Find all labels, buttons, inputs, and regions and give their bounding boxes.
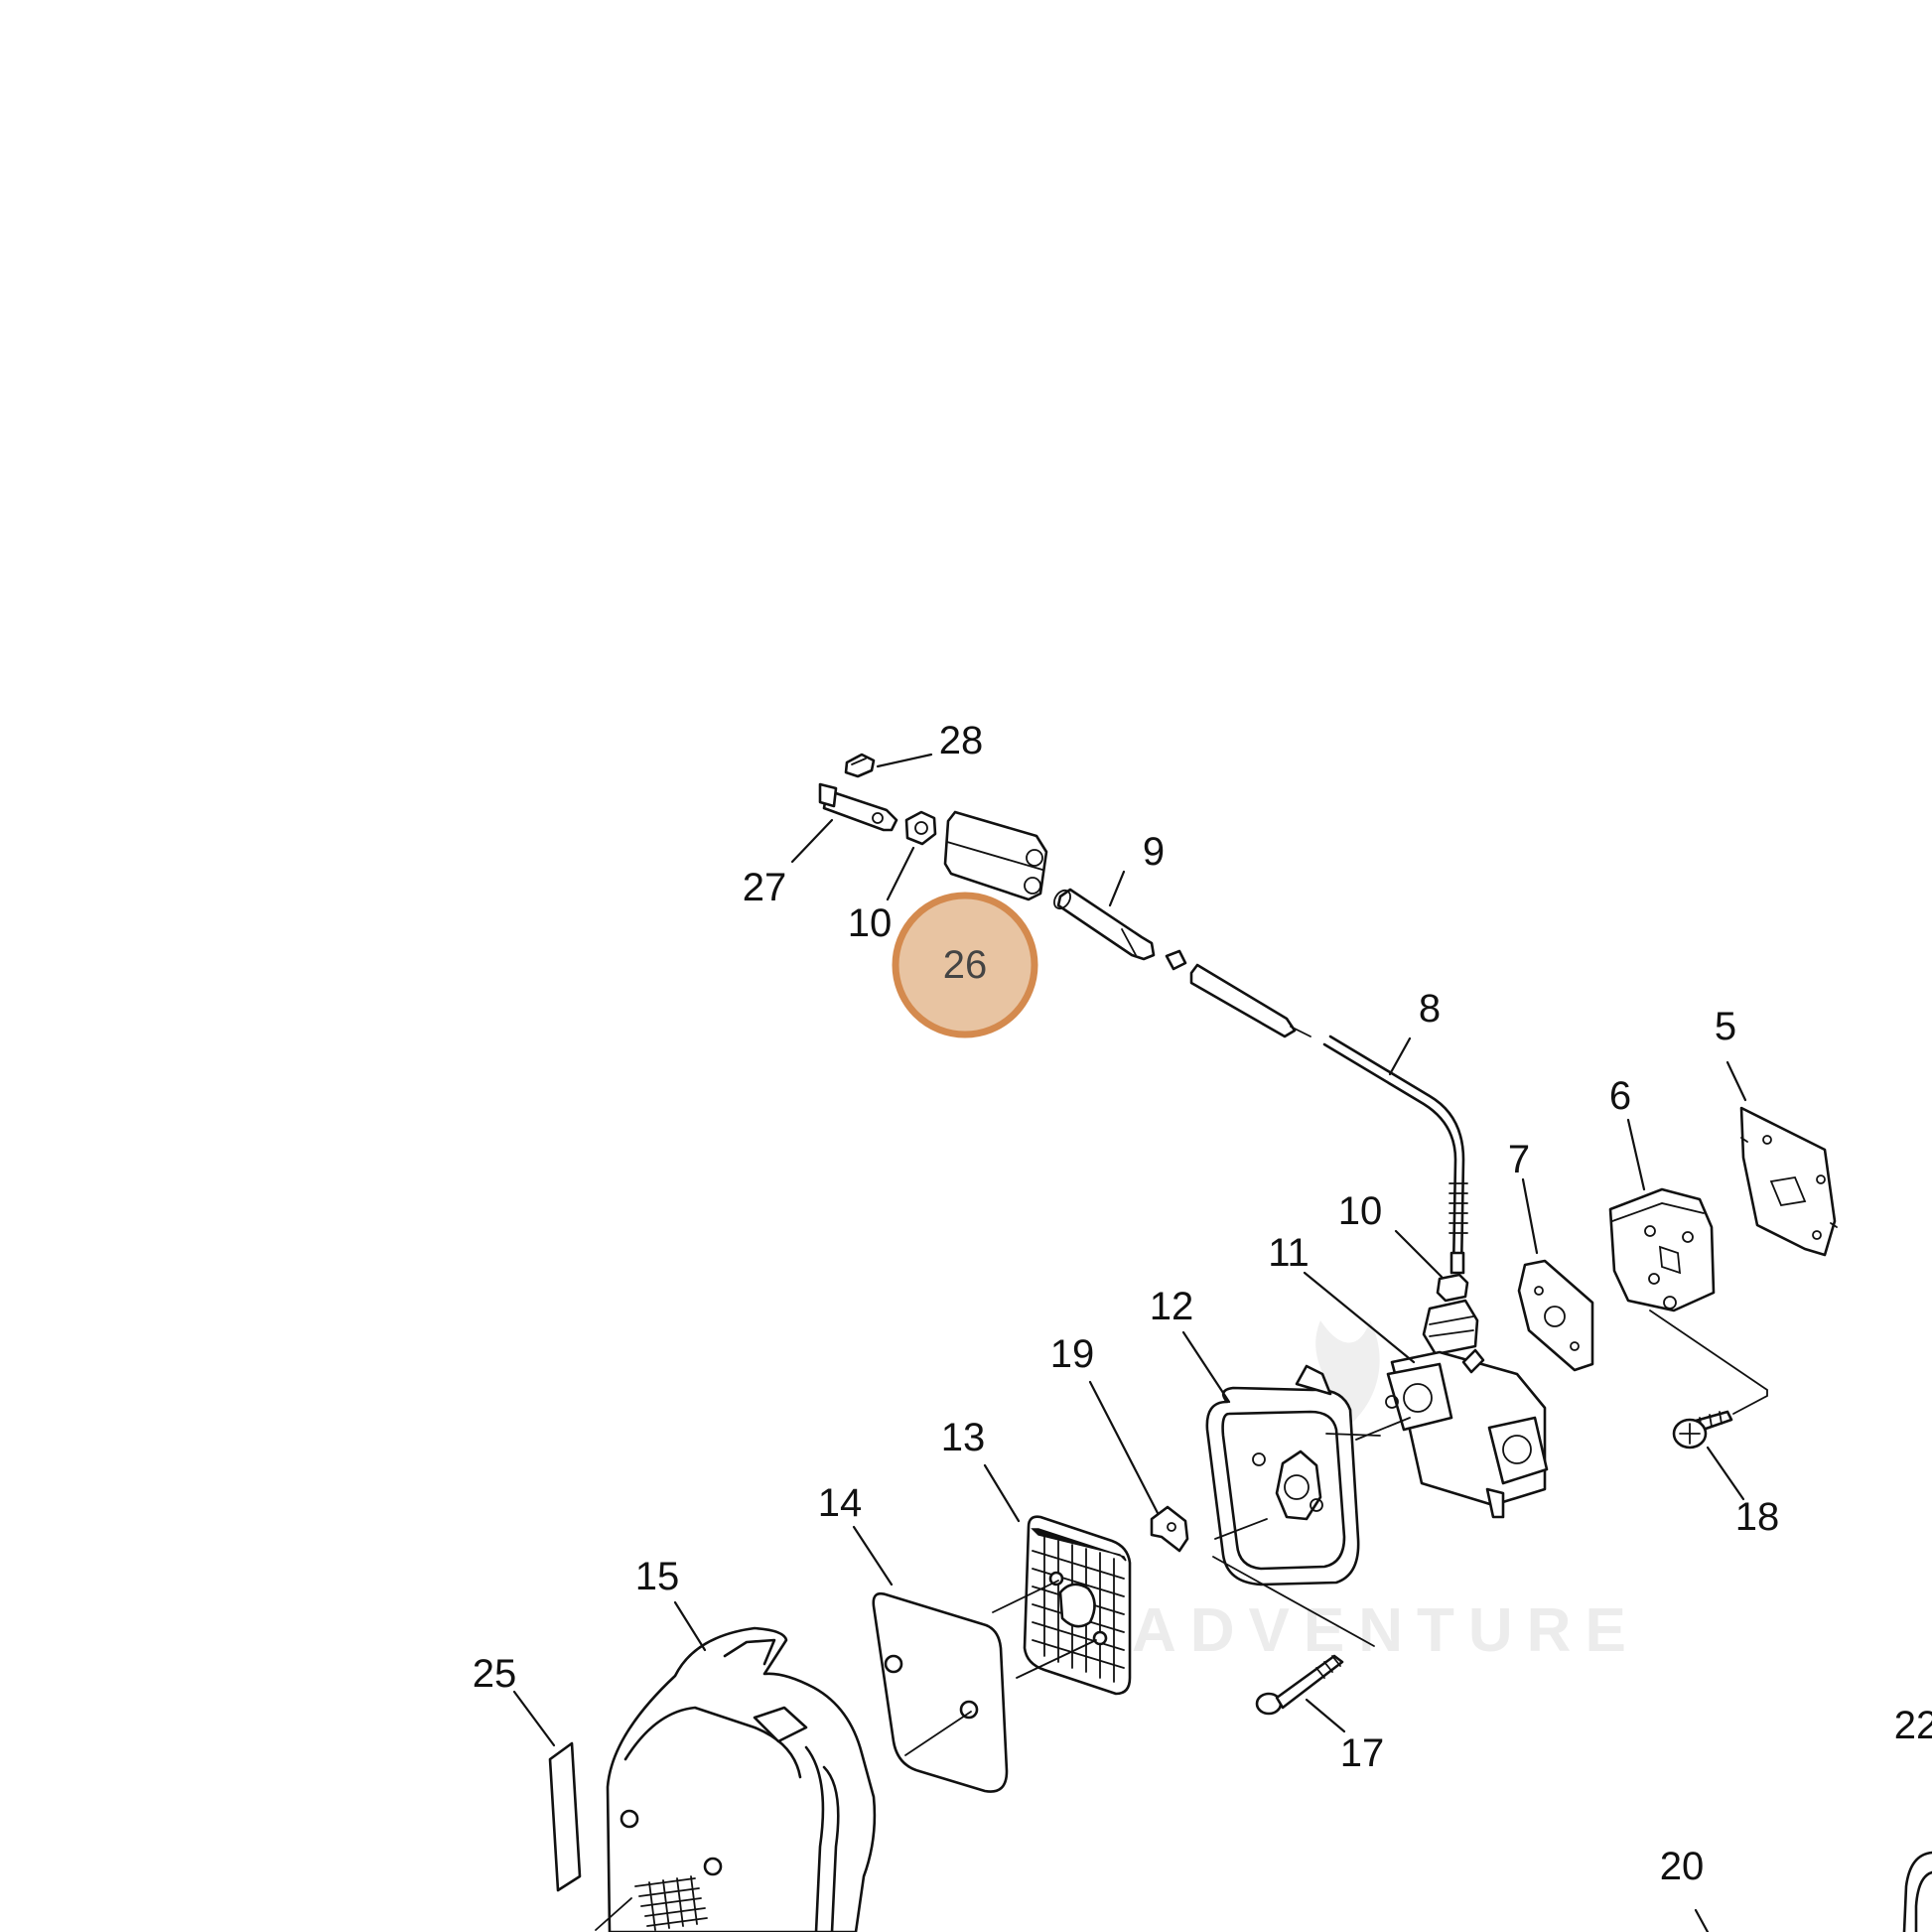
part-17-bolt[interactable] [1212, 1518, 1375, 1716]
callout-10-lower[interactable]: 10 [1338, 1189, 1383, 1233]
watermark-text: ADVENTURE [1132, 1596, 1640, 1665]
callout-7[interactable]: 7 [1508, 1138, 1530, 1181]
part-8-cable[interactable] [1165, 949, 1468, 1275]
part-10-nut-lower[interactable] [1436, 1273, 1469, 1303]
callout-27[interactable]: 27 [743, 866, 787, 909]
callout-13[interactable]: 13 [941, 1416, 986, 1459]
part-7-gasket[interactable] [1517, 1259, 1594, 1372]
leader-lines [512, 753, 1747, 1932]
callout-11[interactable]: 11 [1268, 1231, 1310, 1275]
callout-18[interactable]: 18 [1735, 1495, 1780, 1539]
watermark: ADVENTURE [1132, 1320, 1640, 1665]
part-26-grip[interactable] [943, 810, 1048, 901]
callout-17[interactable]: 17 [1340, 1731, 1385, 1775]
callout-5[interactable]: 5 [1715, 1005, 1736, 1048]
callout-10-top[interactable]: 10 [848, 901, 893, 945]
callout-12[interactable]: 12 [1150, 1285, 1194, 1328]
callout-8[interactable]: 8 [1419, 987, 1441, 1031]
callout-28[interactable]: 28 [939, 719, 984, 762]
callout-26[interactable]: 26 [943, 943, 988, 987]
part-6-insulator[interactable] [1608, 1187, 1716, 1312]
part-12-cleaner-case[interactable] [1205, 1364, 1411, 1587]
callout-22[interactable]: 22 [1894, 1704, 1932, 1747]
highlight-circle-26[interactable] [892, 892, 1038, 1038]
callout-14[interactable]: 14 [818, 1481, 863, 1525]
callout-6[interactable]: 6 [1609, 1074, 1631, 1118]
part-10-nut-top[interactable] [904, 810, 937, 846]
callout-numbers: 28 27 10 26 9 8 5 6 7 10 11 12 19 13 14 … [473, 719, 1932, 1888]
callout-19[interactable]: 19 [1050, 1332, 1095, 1376]
part-22-partial[interactable] [1902, 1851, 1932, 1932]
callout-9[interactable]: 9 [1143, 830, 1165, 874]
part-19-bracket[interactable] [1150, 1505, 1189, 1553]
part-14-foam-filter[interactable] [872, 1591, 1009, 1793]
part-9-tube[interactable] [1051, 888, 1156, 961]
part-27-adjuster[interactable] [818, 782, 898, 832]
part-25-label[interactable] [548, 1741, 582, 1892]
part-15-cover[interactable] [595, 1626, 877, 1932]
callout-15[interactable]: 15 [635, 1555, 680, 1598]
part-18-screw[interactable] [1649, 1310, 1768, 1449]
part-5-gasket[interactable] [1739, 1106, 1838, 1257]
part-28-clip[interactable] [844, 753, 876, 778]
callout-20[interactable]: 20 [1660, 1845, 1705, 1888]
part-11-carburetor[interactable] [1385, 1299, 1549, 1519]
part-13-filter-screen[interactable] [992, 1515, 1132, 1696]
callout-25[interactable]: 25 [473, 1652, 517, 1696]
